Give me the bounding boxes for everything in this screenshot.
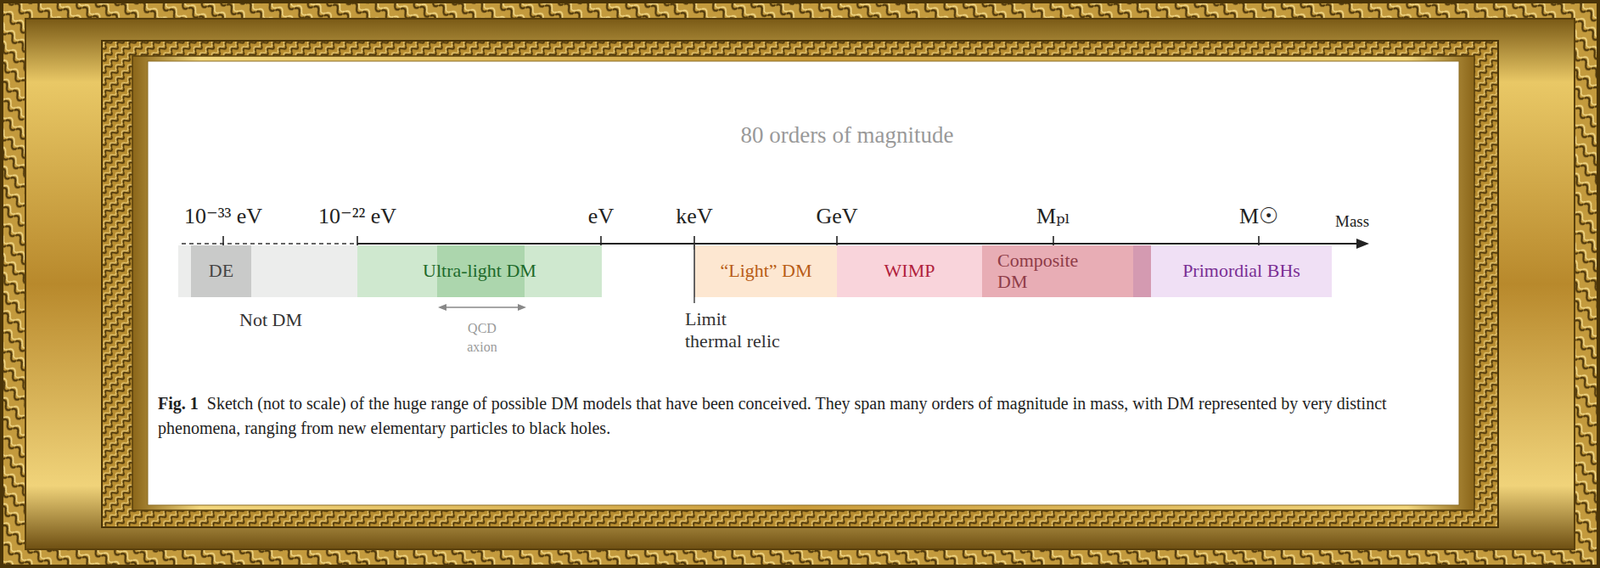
mass-band: Composite DM: [982, 245, 1134, 298]
band-label: DE: [208, 260, 234, 281]
mass-tick-label: 10⁻²² eV: [318, 203, 397, 230]
figure-number: Fig. 1: [157, 393, 199, 413]
band-label: Composite DM: [997, 250, 1091, 292]
limit-note: Limit thermal relic: [684, 308, 785, 354]
mass-band: Not DMDE: [178, 245, 358, 298]
qcd-range-arrow: [437, 303, 527, 311]
figure-caption-block: Fig. 1Sketch (not to scale) of the huge …: [157, 391, 1432, 441]
range-note: QCD axion: [458, 319, 506, 358]
figure-caption: Sketch (not to scale) of the huge range …: [157, 393, 1387, 438]
range-line: [444, 306, 520, 308]
diagram-title: 80 orders of magnitude: [740, 122, 954, 149]
band-label: Not DM: [239, 309, 303, 331]
frame-smooth-band: [25, 18, 1575, 550]
mass-band: “Light” DM: [694, 245, 837, 298]
mass-band: DE: [190, 245, 252, 298]
canvas-ground: [147, 61, 1460, 506]
arrowhead: [517, 303, 527, 311]
mass-band: Primordial BHs: [1150, 245, 1332, 298]
axis-line: [357, 242, 1359, 245]
band-label: WIMP: [884, 260, 936, 281]
band-label: Primordial BHs: [1182, 260, 1301, 281]
axis-dashed: [181, 242, 358, 245]
mass-tick-label: GeV: [815, 203, 858, 230]
frame-inner-ornament: [101, 40, 1499, 528]
band-label: Ultra-light DM: [422, 260, 537, 281]
frame-bevel: [132, 56, 1475, 511]
axis-arrowhead: [1356, 238, 1370, 249]
axis-name: Mass: [1335, 212, 1370, 231]
mass-tick-label: Mₚₗ: [1036, 203, 1071, 230]
mass-tick-label: eV: [588, 203, 614, 230]
mass-band: Ultra-light DM: [357, 245, 602, 298]
mass-tick-label: keV: [675, 203, 713, 230]
band-label: “Light” DM: [719, 260, 812, 281]
mass-band: WIMP: [836, 245, 983, 298]
mass-tick-label: M☉: [1239, 203, 1279, 230]
mass-tick-label: 10⁻³³ eV: [184, 203, 263, 230]
overlap-stripe: [1133, 245, 1151, 298]
arrowhead: [437, 303, 447, 311]
